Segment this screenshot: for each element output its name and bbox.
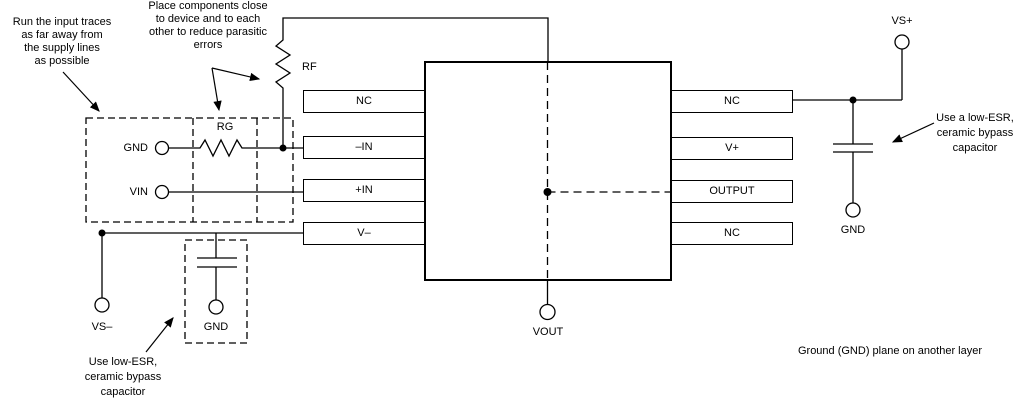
gnd-input-terminal [154,140,170,156]
gnd-right-label: GND [840,224,866,236]
annotation-arrow-to-rf [211,67,261,82]
annotation-arrow-to-rg [211,67,222,112]
right-bypass-capacitor [833,100,873,203]
note-input-traces: Run the input traces as far away from th… [12,16,112,67]
pin-left-nc: NC [303,90,425,113]
rg-label: RG [216,121,234,133]
input-dashed-region [85,117,294,344]
pin-right-nc-2: NC [671,222,793,245]
note-bypass-left: Use low-ESR, ceramic bypass capacitor [84,356,162,398]
pin-right-output: OUTPUT [671,180,793,203]
annotation-arrow-bypass-right [891,122,935,143]
pin-left-noninv: +IN [303,179,425,202]
note-ground-plane: Ground (GND) plane on another layer [797,345,983,357]
rf-resistor [274,17,549,148]
vout-terminal [539,303,556,321]
annotation-arrow-input-traces [62,71,100,112]
junction-dot [279,144,287,152]
gnd-right-terminal [845,202,861,218]
annotation-arrow-bypass-left [145,317,174,353]
vin-label: VIN [129,186,148,198]
pin-left-vminus: V– [303,222,425,245]
gnd-left-label: GND [203,321,229,333]
junction-dot [849,96,857,104]
gnd-input-label: GND [123,142,148,154]
vs-plus-terminal [894,34,910,50]
pin-right-nc-1: NC [671,90,793,113]
vin-terminal [154,184,170,200]
pin-right-vplus: V+ [671,137,793,160]
vs-minus-label: VS– [91,321,113,333]
left-capacitor-dashed-box [184,239,248,344]
left-bypass-capacitor [197,233,237,300]
vs-plus-label: VS+ [891,15,913,27]
input-region-box [85,117,294,223]
pin-left-inv: –IN [303,136,425,159]
vs-minus-terminal [94,297,110,313]
ic-center-dot [543,188,552,196]
note-place-components: Place components close to device and to … [148,0,268,51]
center-crosshair [546,62,671,280]
gnd-left-terminal [208,299,224,315]
rf-label: RF [302,61,317,73]
rg-resistor [168,138,303,158]
note-bypass-right: Use a low-ESR, ceramic bypass capacitor [936,112,1014,154]
vout-label: VOUT [532,326,564,338]
junction-dot [98,229,106,237]
